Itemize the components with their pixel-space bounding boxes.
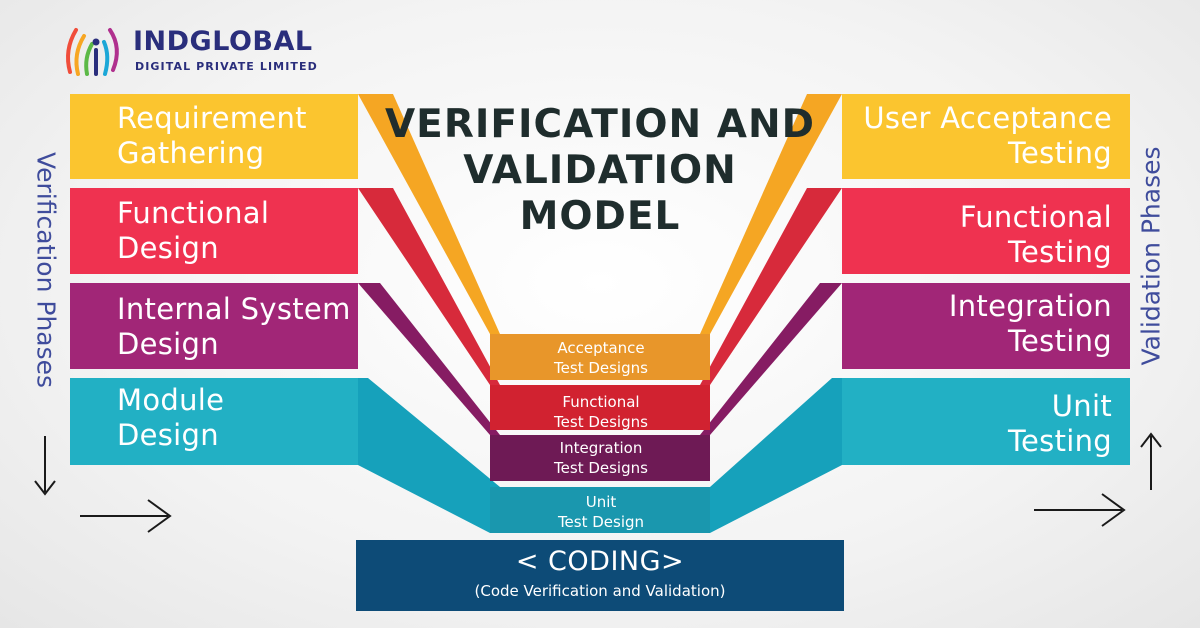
- box-internal-system-design: [70, 283, 358, 369]
- validation-phases-label: Validation Phases: [1136, 146, 1166, 366]
- diagram-title: VERIFICATION AND VALIDATION MODEL: [380, 102, 820, 240]
- label-functional-test-designs: Functional Test Designs: [554, 393, 648, 431]
- ribbon-right-integration: [700, 283, 842, 435]
- box-functional-test-designs: [490, 385, 710, 430]
- arrow-up-icon: [1140, 432, 1162, 490]
- box-module-design: [70, 378, 358, 465]
- label-integration-test-designs: Integration Test Designs: [554, 439, 648, 477]
- title-line-2: VALIDATION: [463, 148, 737, 193]
- coding-box: < CODING> (Code Verification and Validat…: [356, 540, 844, 611]
- box-functional-design: [70, 188, 358, 274]
- coding-title: < CODING>: [515, 546, 685, 577]
- arrow-right-left-icon: [80, 499, 172, 533]
- verification-phases-label: Verification Phases: [31, 151, 61, 389]
- logo: INDGLOBAL DIGITAL PRIVATE LIMITED: [60, 20, 320, 80]
- label-acceptance-test-designs: Acceptance Test Designs: [554, 339, 648, 377]
- label-user-acceptance-testing: User Acceptance Testing: [863, 101, 1112, 170]
- ribbon-right-functional: [700, 188, 842, 385]
- box-acceptance-test-designs: [490, 334, 710, 380]
- label-integration-testing: Integration Testing: [948, 289, 1112, 358]
- label-functional-design: Functional Design: [117, 196, 270, 265]
- label-unit-testing: Unit Testing: [1007, 389, 1112, 458]
- ribbon-left-requirement: [358, 94, 500, 334]
- arrow-down-icon: [34, 436, 56, 496]
- ribbon-right-acceptance: [700, 94, 842, 334]
- label-unit-test-design: Unit Test Design: [557, 493, 645, 531]
- ribbon-left-module: [358, 378, 500, 533]
- title-line-1: VERIFICATION AND: [385, 102, 815, 147]
- box-user-acceptance-testing: [842, 94, 1130, 179]
- label-requirement-gathering: Requirement Gathering: [117, 101, 307, 170]
- brand-name: INDGLOBAL: [133, 26, 313, 57]
- arrow-right-right-icon: [1034, 493, 1126, 527]
- box-unit-testing: [842, 378, 1130, 465]
- brand-tagline: DIGITAL PRIVATE LIMITED: [135, 60, 318, 73]
- ribbon-left-internal: [358, 283, 500, 435]
- label-module-design: Module Design: [117, 383, 225, 452]
- ribbon-right-unit: [710, 378, 842, 533]
- box-functional-testing: [842, 188, 1130, 274]
- box-integration-testing: [842, 283, 1130, 369]
- box-unit-test-design: [490, 487, 710, 533]
- box-integration-test-designs: [490, 435, 710, 481]
- box-requirement-gathering: [70, 94, 358, 179]
- label-functional-testing: Functional Testing: [959, 200, 1112, 269]
- label-internal-system-design: Internal System Design: [117, 292, 351, 361]
- coding-subtitle: (Code Verification and Validation): [474, 582, 726, 600]
- title-line-3: MODEL: [519, 194, 681, 239]
- ribbon-left-functional: [358, 188, 500, 385]
- logo-mark-icon: [66, 28, 119, 76]
